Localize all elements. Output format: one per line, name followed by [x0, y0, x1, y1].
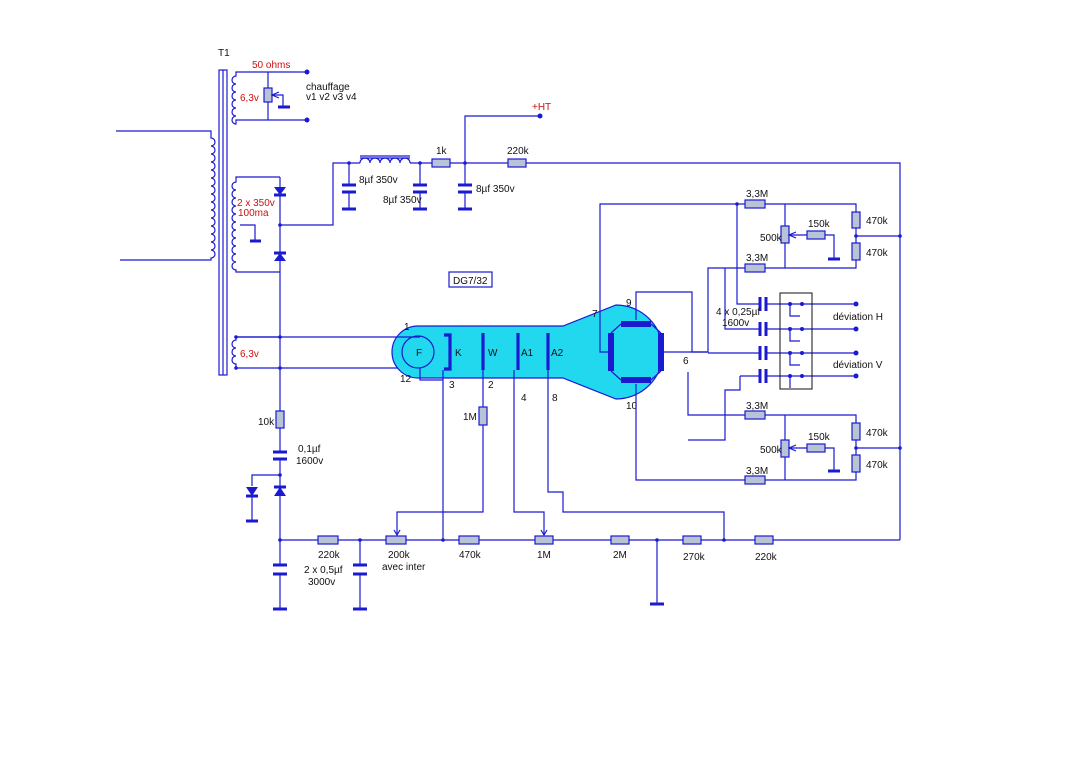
r10k-label: 10k [258, 417, 275, 428]
tube-heater-voltage-label: 6,3v [240, 349, 259, 360]
filter-choke [342, 113, 901, 540]
crt-tube [391, 304, 664, 400]
pin-6: 6 [683, 356, 689, 367]
pot500k-1-label: 500k [760, 233, 783, 244]
c01-voltage-label: 1600v [296, 456, 323, 467]
cap3-label: 8µf 350v [476, 184, 515, 195]
pin-8: 8 [552, 393, 558, 404]
r270k-label: 270k [683, 552, 706, 563]
r470k-4-label: 470k [866, 460, 889, 471]
coupling-caps [688, 297, 856, 441]
pin-3: 3 [449, 380, 455, 391]
r470k-3-label: 470k [866, 428, 889, 439]
pin-7: 7 [592, 309, 598, 320]
r1k-label: 1k [436, 146, 448, 157]
a2-label: A2 [551, 348, 564, 359]
r1m-w-label: 1M [463, 412, 477, 423]
r150k-2-label: 150k [808, 432, 831, 443]
wehnelt-label: W [488, 348, 498, 359]
transformer-t1 [116, 69, 420, 376]
r470k-bottom-label: 470k [459, 550, 482, 561]
deflection-switch [779, 292, 859, 390]
t1-label: T1 [218, 48, 230, 59]
tubes-label: v1 v2 v3 v4 [306, 92, 357, 103]
filament-label: F [416, 348, 422, 359]
cathode-label: K [455, 348, 462, 359]
tube-pin-wiring [236, 203, 745, 540]
pot200k-label: 200k [388, 550, 411, 561]
pin-1: 1 [404, 322, 410, 333]
caps-value-label: 4 x 0,25µf [716, 307, 760, 318]
heater-pot [263, 69, 310, 123]
pin-12: 12 [400, 374, 412, 385]
cap2-label: 8µf 350v [383, 195, 422, 206]
hv-current-label: 100ma [238, 208, 269, 219]
caps-voltage-label: 1600v [722, 318, 749, 329]
rectifier [274, 162, 360, 272]
chauffage-label: chauffage [306, 82, 350, 93]
pin-4: 4 [521, 393, 527, 404]
deflection-network-top [724, 199, 902, 330]
negative-hv-supply [246, 272, 900, 611]
ht-label: +HT [532, 102, 551, 113]
c01-label: 0,1µf [298, 444, 321, 455]
r470k-2-label: 470k [866, 248, 889, 259]
r33m-4-label: 3,3M [746, 466, 768, 477]
r33m-3-label: 3,3M [746, 401, 768, 412]
tube-name-box [448, 271, 493, 288]
r2m-label: 2M [613, 550, 627, 561]
r470k-1-label: 470k [866, 216, 889, 227]
pot500k-2-label: 500k [760, 445, 783, 456]
pot1m-label: 1M [537, 550, 551, 561]
hv-voltage-label: 2 x 350v [237, 198, 275, 209]
c05-label: 2 x 0,5µf [304, 565, 343, 576]
pin-2: 2 [488, 380, 494, 391]
tube-name: DG7/32 [453, 276, 488, 287]
heater-voltage-label: 6,3v [240, 93, 259, 104]
r150k-1-label: 150k [808, 219, 831, 230]
deviation-h-label: déviation H [833, 312, 883, 323]
deviation-v-label: déviation V [833, 360, 883, 371]
pin-10: 10 [626, 401, 638, 412]
r33m-2-label: 3,3M [746, 253, 768, 264]
r33m-1-label: 3,3M [746, 189, 768, 200]
ohms-label: 50 ohms [252, 60, 290, 71]
c05-voltage-label: 3000v [308, 577, 335, 588]
r220k-right-label: 220k [755, 552, 778, 563]
avec-inter-label: avec inter [382, 562, 426, 573]
cap1-label: 8µf 350v [359, 175, 398, 186]
a1-label: A1 [521, 348, 534, 359]
pin-9: 9 [626, 298, 632, 309]
deflection-network-bottom [744, 410, 902, 485]
r220k-bottom-label: 220k [318, 550, 341, 561]
r220k-top-label: 220k [507, 146, 530, 157]
